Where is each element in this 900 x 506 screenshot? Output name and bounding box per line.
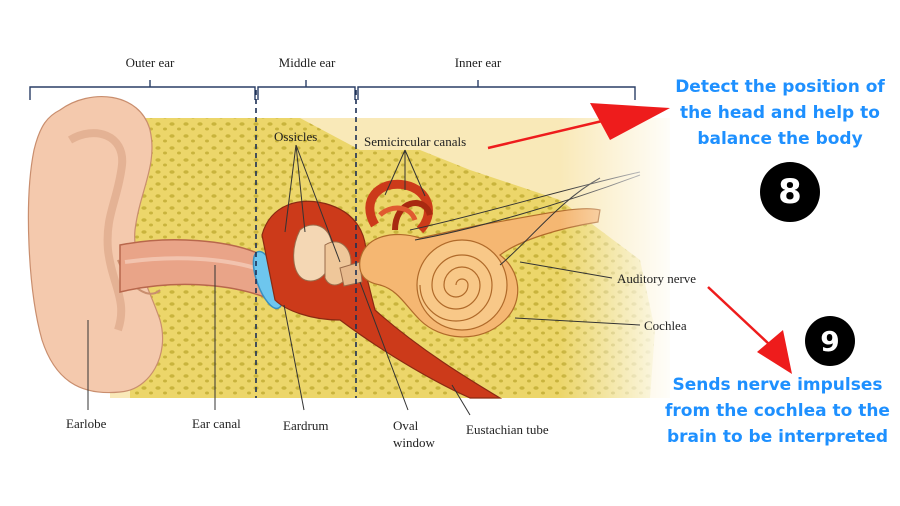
number-badge-9: 9 [805, 316, 855, 366]
eustachian-tube-label: Eustachian tube [466, 422, 549, 437]
callout-8-line2: the head and help to [680, 103, 880, 123]
number-badge-8: 8 [760, 162, 820, 222]
section-dashed-dividers [255, 90, 357, 398]
ear-canal-label: Ear canal [192, 416, 241, 431]
leader-lines [87, 144, 641, 416]
callout-8-line3: balance the body [697, 129, 863, 149]
callout-9-line1: Sends nerve impulses [672, 375, 883, 395]
oval-window-label-line1: Oval [393, 418, 419, 433]
eardrum-label: Eardrum [283, 418, 328, 433]
ossicles-label: Ossicles [274, 129, 317, 144]
tissue-fade [560, 110, 680, 410]
callout-8-text: Detect the position of the head and help… [660, 74, 900, 152]
callout-9-line3: brain to be interpreted [666, 427, 889, 447]
earlobe-label: Earlobe [66, 416, 107, 431]
auditory-nerve-label: Auditory nerve [617, 271, 696, 286]
middle-ear-cavity [261, 200, 503, 399]
callout-9-line2: from the cochlea to the [665, 401, 890, 421]
callout-8-line1: Detect the position of [675, 77, 885, 97]
cochlea-label: Cochlea [644, 318, 687, 333]
oval-window-label-line2: window [393, 435, 436, 450]
arrow-to-callout-8 [487, 103, 670, 150]
callout-9-text: Sends nerve impulses from the cochlea to… [655, 372, 900, 450]
section-brackets [29, 80, 636, 100]
middle-ear-label: Middle ear [279, 55, 336, 70]
inner-ear [359, 171, 641, 338]
semicircular-canals-label: Semicircular canals [364, 134, 466, 149]
arrow-to-callout-9 [707, 286, 792, 374]
inner-ear-label: Inner ear [455, 55, 502, 70]
outer-ear-label: Outer ear [126, 55, 175, 70]
